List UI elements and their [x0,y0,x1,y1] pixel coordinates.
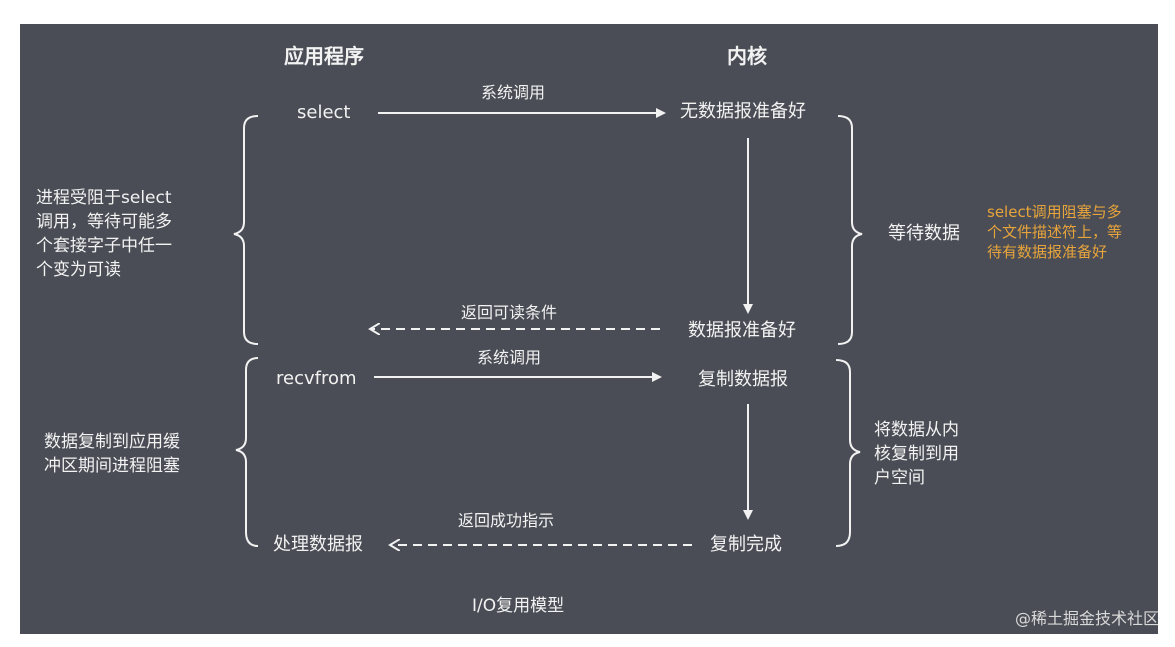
stage1-left-note-line: 个变为可读 [36,260,121,280]
stage2-left-note-line: 数据复制到应用缓 [44,432,180,452]
stage2-right-note-line: 核复制到用 [874,444,959,464]
stage1-left-note-line: 进程受阻于select [36,188,172,208]
stage2-left-note-line: 冲区期间进程阻塞 [44,456,180,476]
watermark: @稀土掘金技术社区 [1014,609,1159,628]
left-brace-stage2 [235,357,259,547]
highlight-note: select调用阻塞与多 个文件描述符上，等 待有数据报准备好 [987,202,1122,262]
highlight-note-line: select调用阻塞与多 [987,203,1122,221]
wait-data-note: 等待数据 [888,223,960,244]
left-brace-stage1 [233,115,259,345]
return-success-label: 返回成功指示 [458,511,555,530]
stage2-right-note: 将数据从内 核复制到用 户空间 [874,418,959,490]
recvfrom-syscall-label: 系统调用 [477,348,542,367]
recvfrom-call: recvfrom [276,368,357,389]
diagram-panel [20,24,1158,634]
highlight-note-line: 待有数据报准备好 [987,243,1108,261]
right-brace-stage2 [835,359,861,547]
stage2-left-note: 数据复制到应用缓 冲区期间进程阻塞 [44,430,180,478]
highlight-note-line: 个文件描述符上，等 [987,223,1123,241]
kernel-copy: 复制数据报 [698,369,788,390]
stage1-left-note-line: 调用，等待可能多 [36,212,172,232]
right-brace-stage1 [837,115,863,345]
kernel-heading: 内核 [727,44,767,68]
process-datagram: 处理数据报 [273,534,363,555]
stage2-right-note-line: 将数据从内 [874,420,959,440]
stage1-left-note-line: 个套接字子中任一 [36,236,172,256]
kernel-copy-done: 复制完成 [710,534,782,555]
stage2-right-note-line: 户空间 [874,468,925,488]
diagram-caption: I/O复用模型 [472,596,565,616]
stage1-left-note: 进程受阻于select 调用，等待可能多 个套接字子中任一 个变为可读 [36,186,172,282]
select-syscall-label: 系统调用 [481,83,546,102]
kernel-ready: 数据报准备好 [688,320,796,341]
return-readable-label: 返回可读条件 [461,303,558,322]
app-heading: 应用程序 [284,44,364,68]
kernel-not-ready: 无数据报准备好 [680,101,806,122]
select-call: select [297,102,351,123]
